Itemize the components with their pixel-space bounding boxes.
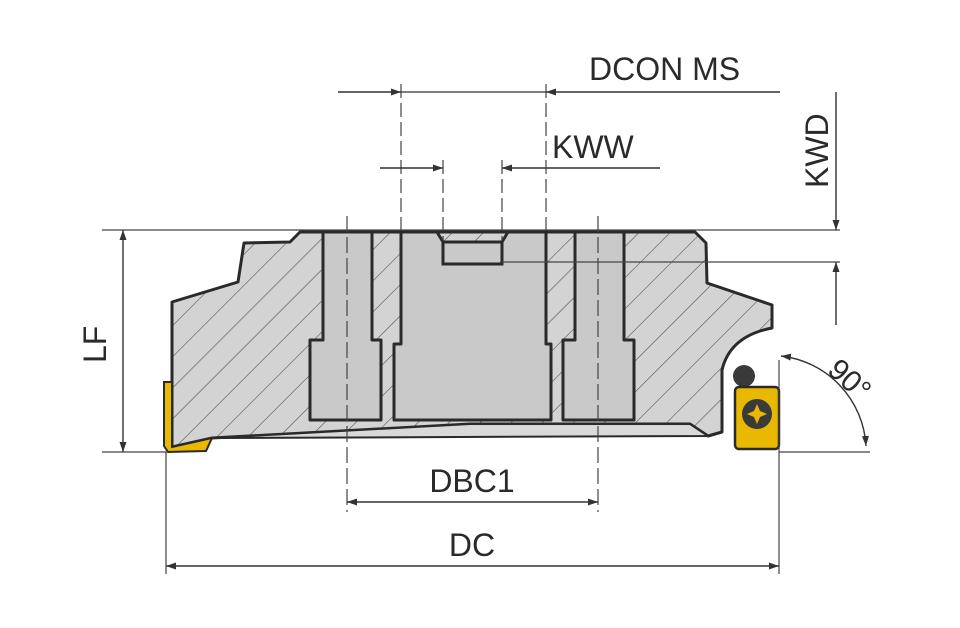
- kwd-label: KWD: [799, 113, 835, 188]
- dcon-ms-label: DCON MS: [589, 51, 740, 87]
- extension-lines: [102, 84, 870, 574]
- left-coolant-hole: [308, 230, 383, 422]
- angle-label: 90°: [821, 353, 877, 408]
- torx-star-icon: [747, 404, 767, 424]
- angle-arc: [780, 353, 869, 447]
- dc-label: DC: [449, 527, 495, 563]
- key-slot: [441, 240, 504, 266]
- kww-label: KWW: [552, 129, 635, 165]
- dbc1-label: DBC1: [429, 463, 514, 499]
- lf-label: LF: [77, 326, 113, 363]
- left-insert: [163, 381, 214, 454]
- insert-screw-pocket: [733, 365, 755, 387]
- cutter-face: [211, 423, 712, 439]
